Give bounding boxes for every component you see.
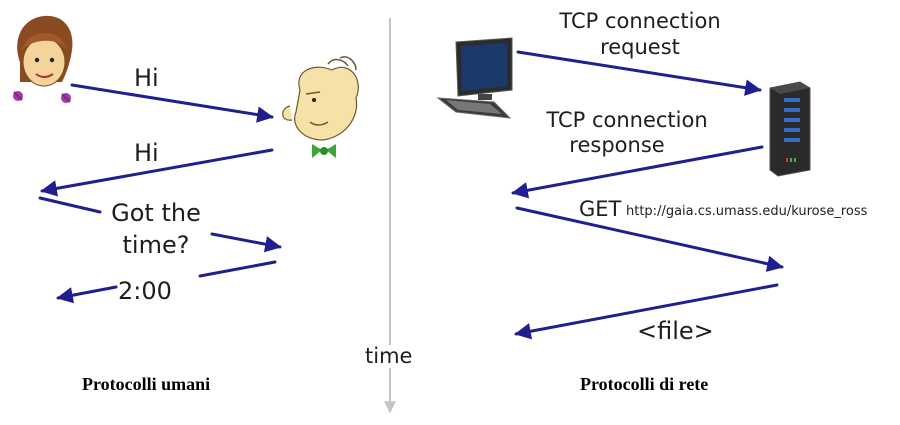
- woman-face-icon: [13, 15, 73, 103]
- msg-time-question-line2: time?: [122, 231, 190, 259]
- msg-time-answer: 2:00: [118, 277, 172, 305]
- msg-get-url: http://gaia.cs.umass.edu/kurose_ross: [626, 204, 868, 219]
- arrow-get: [515, 206, 784, 272]
- msg-file: <file>: [637, 317, 714, 345]
- time-axis-label: time: [363, 344, 415, 368]
- arrow-time-a-a: [198, 260, 277, 278]
- human-arrows: [38, 83, 282, 304]
- msg-get-verb: GET: [579, 197, 622, 221]
- arrow-time-q-b: [210, 232, 282, 253]
- msg-hi-1: Hi: [134, 64, 159, 92]
- msg-time-question-line1: Got the: [111, 199, 201, 227]
- caption-human-protocols: Protocolli umani: [82, 374, 211, 394]
- arrow-time-a-b: [56, 285, 118, 304]
- msg-tcp-response-line2: response: [569, 133, 665, 157]
- msg-tcp-request-line1: TCP connection: [559, 9, 721, 33]
- network-arrows: [511, 50, 784, 340]
- msg-tcp-response-line1: TCP connection: [546, 108, 708, 132]
- msg-tcp-request-line2: request: [600, 35, 680, 59]
- arrow-tcp-request: [516, 50, 762, 96]
- msg-hi-2: Hi: [134, 139, 159, 167]
- arrow-time-q-a: [38, 196, 102, 214]
- arrow-hi-1: [70, 83, 274, 123]
- arrow-file: [514, 283, 779, 340]
- arrow-tcp-response: [511, 145, 764, 199]
- computer-icon: [436, 37, 513, 119]
- server-icon: [769, 81, 811, 177]
- caption-network-protocols: Protocolli di rete: [580, 374, 709, 394]
- arrow-hi-2: [40, 148, 274, 197]
- man-face-icon: [282, 56, 359, 158]
